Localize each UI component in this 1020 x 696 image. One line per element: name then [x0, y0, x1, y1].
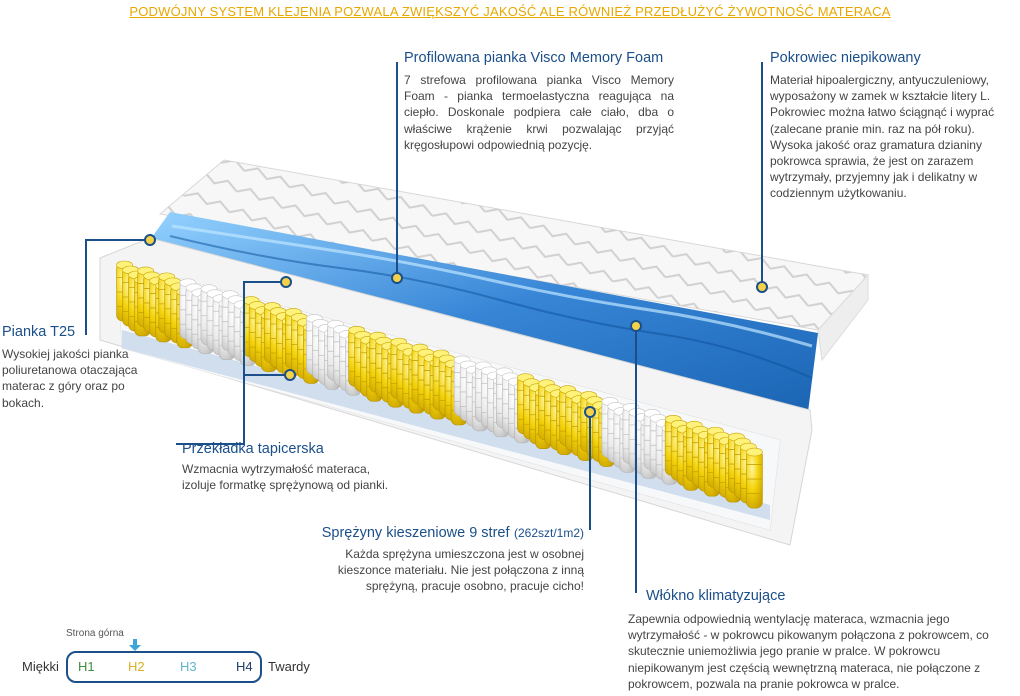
cover-line: codziennym użytkowaniu.: [770, 186, 907, 201]
cover-line: wyposażony w zamek w kształcie litery L.: [770, 89, 991, 104]
pad-line: izoluje formatkę sprężynową od pianki.: [182, 478, 389, 493]
pocket-springs: [116, 260, 780, 530]
t25-title: Pianka T25: [2, 324, 76, 340]
fiber-line: niepikowanym jest częścią wewnętrzną mat…: [628, 660, 981, 675]
springs-heading: Sprężyny kieszeniowe 9 stref (262szt/1m2…: [316, 524, 584, 542]
t25-line: poliuretanowa otaczająca: [2, 363, 138, 378]
pad-text: Wzmacnia wytrzymałość materaca, izoluje …: [182, 461, 422, 493]
legend-right-label: Twardy: [268, 659, 310, 674]
springs-title: Sprężyny kieszeniowe 9 stref: [321, 525, 510, 541]
fiber-line: skutecznie uniemożliwia jego pranie w pr…: [628, 644, 941, 659]
fiber-text: Zapewnia odpowiednią wentylację materaca…: [628, 611, 1018, 692]
cover-title: Pokrowiec niepikowany: [770, 50, 921, 66]
cover-line: Materiał hipoalergiczny, antyuczuleniowy…: [770, 73, 989, 87]
fiber-line: Zapewnia odpowiednią wentylację materaca…: [628, 612, 950, 626]
cover-line: wytrzymały, przyjemny jak i delikatny w: [770, 170, 978, 185]
cover-line: Pokrowiec można łatwo ściągnąć i wyprać: [770, 105, 995, 120]
visco-title: Profilowana pianka Visco Memory Foam: [404, 50, 664, 66]
pad-title: Przekładka tapicerska: [182, 441, 324, 457]
springs-line: sprężyną, pracuje osobno, pracuje cicho!: [365, 579, 584, 594]
fiber-title: Włókno klimatyzujące: [646, 588, 786, 604]
headline: PODWÓJNY SYSTEM KLEJENIA POZWALA ZWIĘKSZ…: [129, 4, 891, 19]
t25-line: Wysokiej jakości pianka: [2, 347, 129, 361]
visco-foam-layer: [150, 212, 818, 412]
cover-line: Wysoka jakość oraz gramatura dzianiny: [770, 137, 982, 152]
fiber-line: wytrzymałość - w pokrowcu pikowanym połą…: [628, 628, 989, 643]
cover-line: pokrowca sprawia, że jest on zarazem: [770, 154, 974, 169]
firmness-legend-box: [66, 651, 262, 683]
legend-left-label: Miękki: [22, 659, 59, 674]
visco-text: 7 strefowa profilowana pianka Visco Memo…: [404, 73, 674, 152]
t25-line: materac z góry oraz po: [2, 379, 125, 394]
mattress-top-cover: [158, 159, 869, 362]
legend-level: H1: [78, 659, 95, 674]
springs-line: Każda sprężyna umieszczona jest w osobne…: [345, 547, 584, 561]
t25-text: Wysokiej jakości pianka poliuretanowa ot…: [2, 346, 162, 411]
callout-dots: [144, 234, 768, 418]
legend-level: H2: [128, 659, 145, 674]
pad-line: Wzmacnia wytrzymałość materaca,: [182, 462, 371, 476]
fiber-line: pokrowcem, pozwala na pranie pokrowca w …: [628, 676, 900, 691]
leader-lines: [85, 62, 763, 593]
legend-level: H4: [236, 659, 253, 674]
arrow-down-icon: [129, 639, 141, 651]
spring-yellow: [746, 447, 763, 509]
springs-text: Każda sprężyna umieszczona jest w osobne…: [304, 546, 584, 595]
cover-line: (zalecane pranie min. raz na pół roku).: [770, 121, 975, 136]
springs-note: (262szt/1m2): [513, 526, 584, 540]
legend-level: H3: [180, 659, 197, 674]
legend-top-label: Strona górna: [66, 628, 124, 639]
springs-line: kieszonce materiału. Nie jest połączona …: [337, 563, 584, 578]
cover-text: Materiał hipoalergiczny, antyuczuleniowy…: [770, 72, 1015, 202]
t25-line: bokach.: [2, 395, 45, 410]
